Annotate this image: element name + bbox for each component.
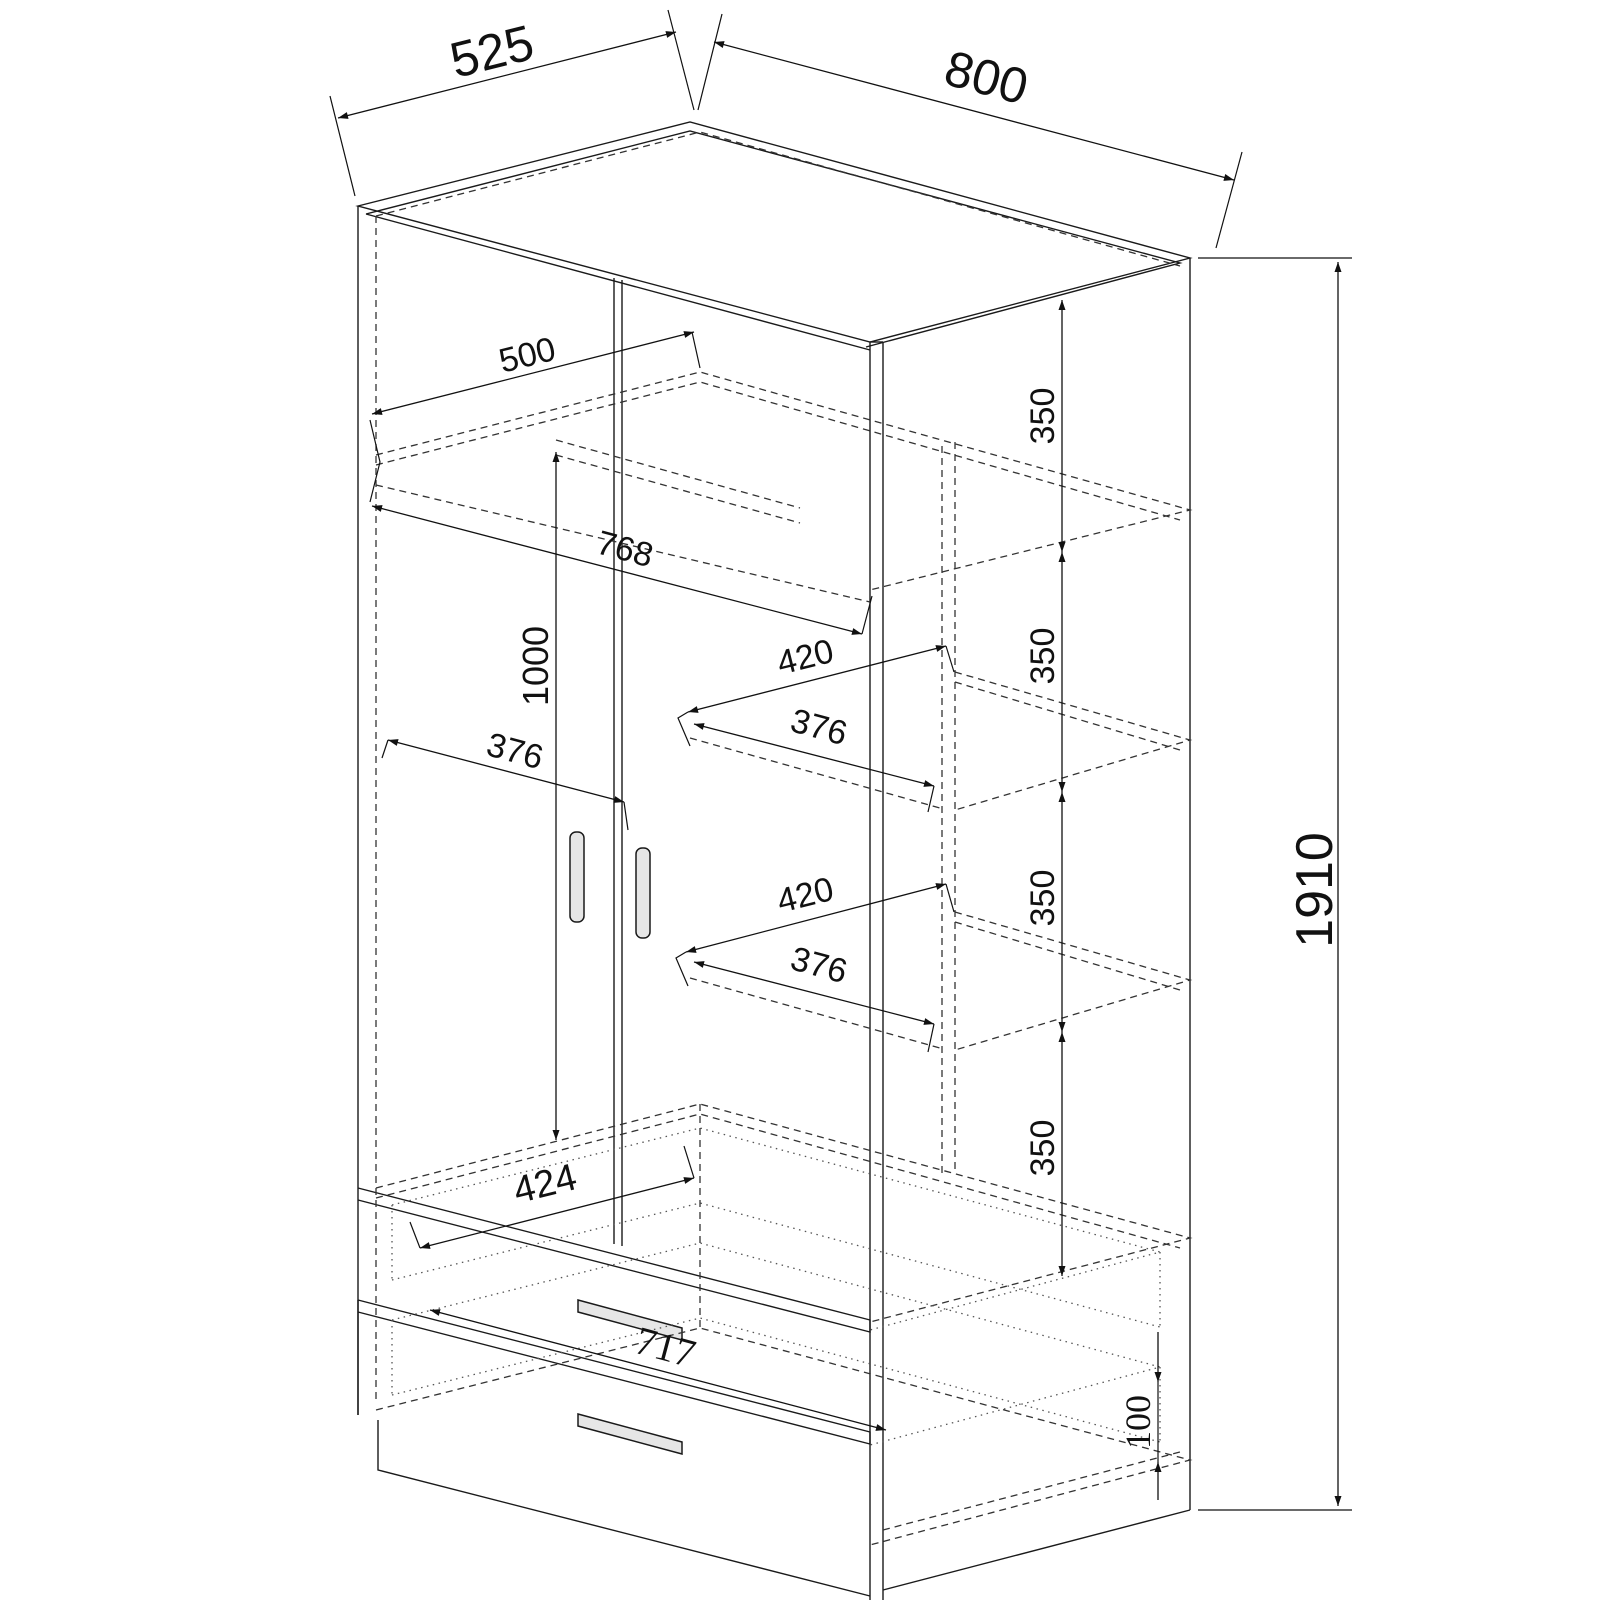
inner-width-dimension-line [371, 505, 863, 635]
height-label: 1910 [1286, 832, 1344, 948]
shelf-spacing-1-label: 350 [1024, 388, 1062, 445]
shelf-width-2-dimension-line [685, 883, 947, 953]
drawers [357, 1187, 871, 1597]
shelf-depth-1-label: 376 [787, 702, 852, 753]
inner-width-label: 768 [593, 524, 658, 575]
lower-drawer-handle [577, 1413, 683, 1455]
cabinet-body [355, 121, 1193, 1600]
drawer-width-label: 717 [631, 1317, 701, 1376]
shelf-depth-2-label: 376 [787, 940, 852, 991]
shelf-spacing-2-label: 350 [1024, 628, 1062, 685]
door-width-dimension-line [387, 739, 625, 803]
door-width-label: 376 [483, 726, 548, 777]
width-dimension-line [713, 41, 1235, 181]
depth-dimension-line [337, 31, 677, 119]
dimension-labels: 525 800 1910 500 768 1000 376 420 376 42… [445, 14, 1344, 1449]
shelf-depth-2-dimension-line [693, 961, 935, 1025]
shelf-depth-label: 500 [495, 330, 559, 381]
shelf-width-2-label: 420 [773, 870, 837, 921]
shelf-spacing-4-label: 350 [1024, 1120, 1062, 1177]
shelf-width-1-dimension-line [687, 645, 947, 713]
hanging-height-label: 1000 [515, 626, 556, 706]
drawer-width-dimension-line [429, 1309, 887, 1431]
shelf-depth-dimension-line [371, 331, 695, 415]
shelf-depth-1-dimension-line [693, 723, 935, 787]
depth-label: 525 [445, 14, 540, 89]
right-door-handle [635, 847, 651, 939]
width-label: 800 [939, 40, 1034, 116]
shelf-width-1-label: 420 [773, 632, 837, 683]
left-door-handle [569, 831, 585, 923]
plinth-height-label: 100 [1118, 1395, 1158, 1449]
shelf-spacing-3-label: 350 [1024, 870, 1062, 927]
plinth [377, 1420, 871, 1597]
drawer-depth-label: 424 [509, 1156, 581, 1212]
dimension-lines [329, 9, 1352, 1511]
doors [569, 278, 651, 1246]
drawer-depth-dimension-line [419, 1177, 695, 1249]
